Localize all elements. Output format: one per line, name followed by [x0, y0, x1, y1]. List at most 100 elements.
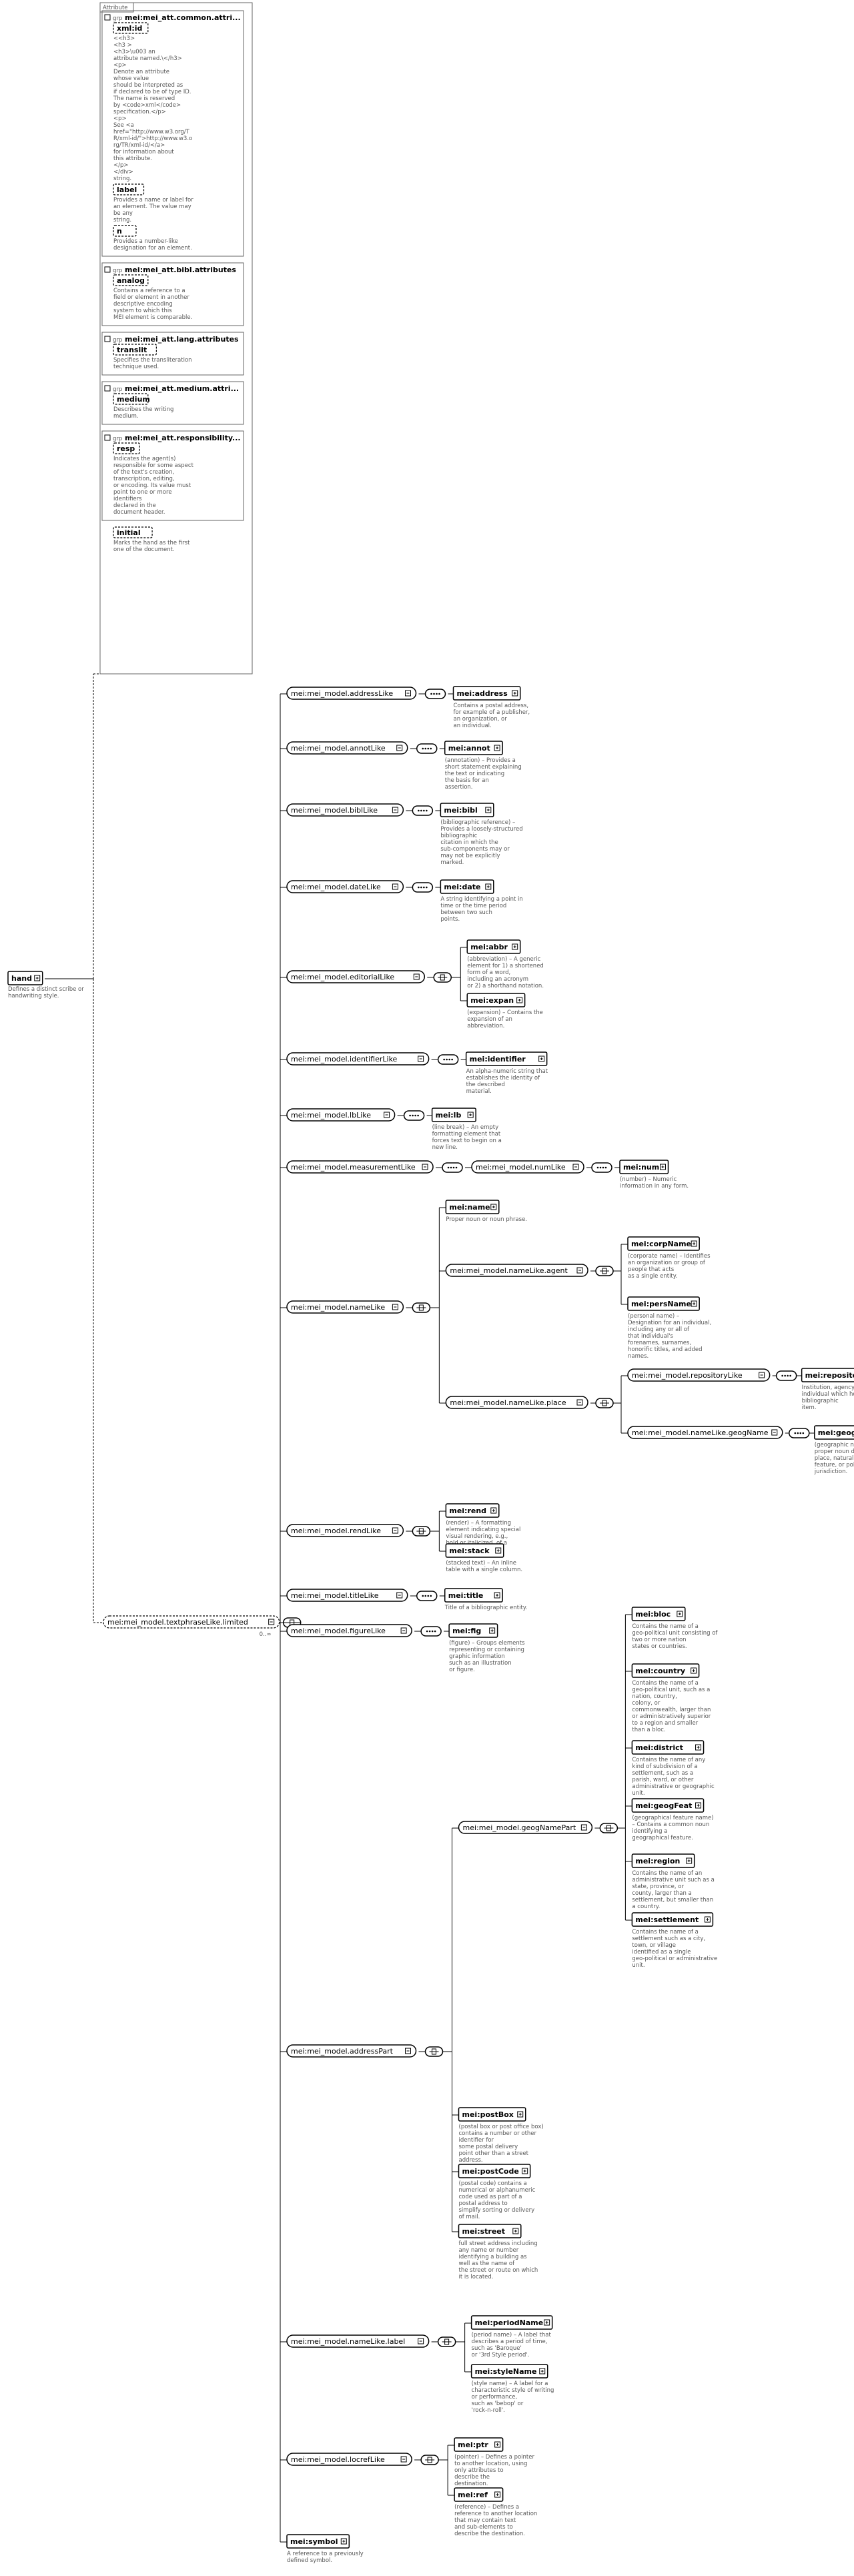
element-settlement-doc-line: identified as a single: [632, 1949, 691, 1956]
element-ptr-doc-line: describe the: [454, 2474, 490, 2481]
collapse-icon: [104, 266, 111, 273]
element-region-doc-line: settlement, but smaller than: [632, 1897, 713, 1903]
element-stack[interactable]: mei:stack: [445, 1543, 504, 1558]
group-mei-model-editoriallike[interactable]: mei:mei_model.editorialLike: [286, 970, 426, 983]
element-repository-doc-line: item.: [802, 1404, 817, 1411]
attribute-initial[interactable]: [113, 526, 153, 538]
group-mei-model-textphraselike-limited[interactable]: mei:mei_model.textphraseLike.limited: [103, 1615, 280, 1629]
group-mei-model-addresslike[interactable]: mei:mei_model.addressLike: [286, 687, 417, 700]
choice-icon: [599, 1823, 618, 1833]
element-abbr[interactable]: mei:abbr: [466, 939, 521, 954]
group-label: mei:mei_model.figureLike: [291, 1627, 386, 1635]
group-mei-model-namelike[interactable]: mei:mei_model.nameLike: [286, 1300, 404, 1314]
element-name[interactable]: mei:name: [445, 1200, 500, 1214]
element-repository[interactable]: mei:repository: [801, 1368, 854, 1382]
collapse-icon: [422, 1164, 428, 1170]
element-bloc[interactable]: mei:bloc: [631, 1607, 686, 1621]
attribute-group-label: mei:mei_att.responsibility...: [125, 434, 241, 442]
element-lb-doc-line: new line.: [432, 1144, 458, 1151]
sequence-icon: [416, 1591, 438, 1601]
element-rend[interactable]: mei:rend: [445, 1503, 500, 1518]
element-region[interactable]: mei:region: [631, 1853, 695, 1868]
expand-icon: [704, 1916, 711, 1923]
element-ptr-doc-line: (pointer) – Defines a pointer: [454, 2454, 534, 2461]
group-mei-model-lblike[interactable]: mei:mei_model.lbLike: [286, 1108, 396, 1122]
group-mei-model-repositorylike[interactable]: mei:mei_model.repositoryLike: [627, 1368, 771, 1382]
group-mei-model-geognamepart[interactable]: mei:mei_model.geogNamePart: [458, 1821, 593, 1834]
element-ptr[interactable]: mei:ptr: [454, 2437, 504, 2452]
element-ref-doc-line: and sub-elements to: [454, 2524, 513, 2531]
attribute-n[interactable]: [113, 225, 137, 237]
element-geogname[interactable]: mei:geogName: [814, 1425, 854, 1440]
attribute-medium[interactable]: [113, 393, 149, 405]
group-mei-model-addresspart[interactable]: mei:mei_model.addressPart: [286, 2044, 417, 2058]
element-fig-doc-line: (figure) – Groups elements: [449, 1640, 525, 1647]
element-date[interactable]: mei:date: [440, 879, 494, 894]
element-identifier[interactable]: mei:identifier: [465, 1051, 548, 1066]
element-repository-doc-line: Institution, agency, or: [802, 1384, 854, 1391]
element-expan[interactable]: mei:expan: [466, 993, 526, 1007]
group-mei-model-annotlike[interactable]: mei:mei_model.annotLike: [286, 741, 408, 755]
element-persname[interactable]: mei:persName: [627, 1296, 700, 1311]
attribute-resp-doc-line: of the text's creation,: [113, 469, 174, 476]
group-mei-model-bibllike[interactable]: mei:mei_model.biblLike: [286, 803, 404, 817]
group-mei-model-namelike-place[interactable]: mei:mei_model.nameLike.place: [445, 1396, 588, 1409]
attribute-label[interactable]: [113, 183, 145, 195]
element-corpname[interactable]: mei:corpName: [627, 1236, 700, 1251]
element-bibl[interactable]: mei:bibl: [440, 803, 494, 817]
element-periodname[interactable]: mei:periodName: [470, 2315, 553, 2330]
element-geogfeat[interactable]: mei:geogFeat: [631, 1798, 705, 1813]
group-mei-model-measurementlike[interactable]: mei:mei_model.measurementLike: [286, 1160, 434, 1174]
attribute-tab: [99, 2, 134, 13]
element-ref[interactable]: mei:ref: [454, 2487, 504, 2502]
group-mei-model-rendlike[interactable]: mei:mei_model.rendLike: [286, 1524, 404, 1537]
group-mei-model-namelike-label[interactable]: mei:mei_model.nameLike.label: [286, 2334, 430, 2348]
element-annot[interactable]: mei:annot: [444, 741, 503, 755]
element-settlement[interactable]: mei:settlement: [631, 1912, 714, 1927]
element-abbr-doc-line: element for 1) a shortened: [467, 963, 544, 969]
element-postbox[interactable]: mei:postBox: [458, 2107, 526, 2122]
attribute-resp[interactable]: [113, 442, 140, 454]
attribute-translit-doc-line: Specifies the transliteration: [113, 357, 192, 364]
element-num[interactable]: mei:num: [619, 1160, 669, 1174]
attribute-xml-id[interactable]: [113, 22, 149, 34]
group-mei-model-titlelike[interactable]: mei:mei_model.titleLike: [286, 1589, 408, 1602]
attribute-analog[interactable]: [113, 274, 149, 286]
group-mei-model-namelike-geogname[interactable]: mei:mei_model.nameLike.geogName: [627, 1426, 783, 1439]
element-stylename-doc-line: 'rock-n-roll'.: [472, 2407, 505, 2414]
collapse-icon: [104, 434, 111, 441]
element-title[interactable]: mei:title: [444, 1588, 503, 1603]
attribute-translit[interactable]: [113, 344, 157, 356]
group-mei-model-namelike-agent[interactable]: mei:mei_model.nameLike.agent: [445, 1264, 588, 1277]
element-address[interactable]: mei:address: [452, 686, 521, 701]
element-postcode[interactable]: mei:postCode: [458, 2164, 531, 2178]
group-mei-model-locreflike[interactable]: mei:mei_model.locrefLike: [286, 2453, 412, 2466]
attribute-xml-id-doc-line: whose value: [113, 75, 149, 82]
element-lb[interactable]: mei:lb: [431, 1108, 476, 1122]
element-region-doc-line: county, larger than a: [632, 1890, 691, 1897]
element-hand[interactable]: hand: [7, 971, 43, 985]
element-fig[interactable]: mei:fig: [448, 1623, 498, 1638]
group-mei-model-identifierlike[interactable]: mei:mei_model.identifierLike: [286, 1052, 430, 1065]
element-label: mei:repository: [805, 1371, 854, 1380]
element-district[interactable]: mei:district: [631, 1740, 705, 1755]
element-settlement-doc-line: settlement such as a city,: [632, 1936, 705, 1942]
attribute-xml-id-doc-line: should be interpreted as: [113, 82, 183, 89]
group-mei-model-numlike[interactable]: mei:mei_model.numLike: [471, 1160, 584, 1174]
element-address-doc-line: an individual.: [454, 723, 492, 729]
element-street[interactable]: mei:street: [458, 2224, 522, 2238]
sequence-icon: [775, 1370, 797, 1381]
element-symbol[interactable]: mei:symbol: [286, 2534, 350, 2549]
group-mei-model-figurelike[interactable]: mei:mei_model.figureLike: [286, 1624, 412, 1637]
element-stylename[interactable]: mei:styleName: [470, 2364, 548, 2379]
group-mei-model-datelike[interactable]: mei:mei_model.dateLike: [286, 880, 404, 893]
element-bibl-doc-line: (bibliographic reference) –: [440, 819, 515, 826]
element-country[interactable]: mei:country: [631, 1663, 700, 1678]
element-lb-doc-line: (line break) – An empty: [432, 1124, 499, 1131]
element-fig-doc-line: such as an illustration: [449, 1660, 511, 1667]
